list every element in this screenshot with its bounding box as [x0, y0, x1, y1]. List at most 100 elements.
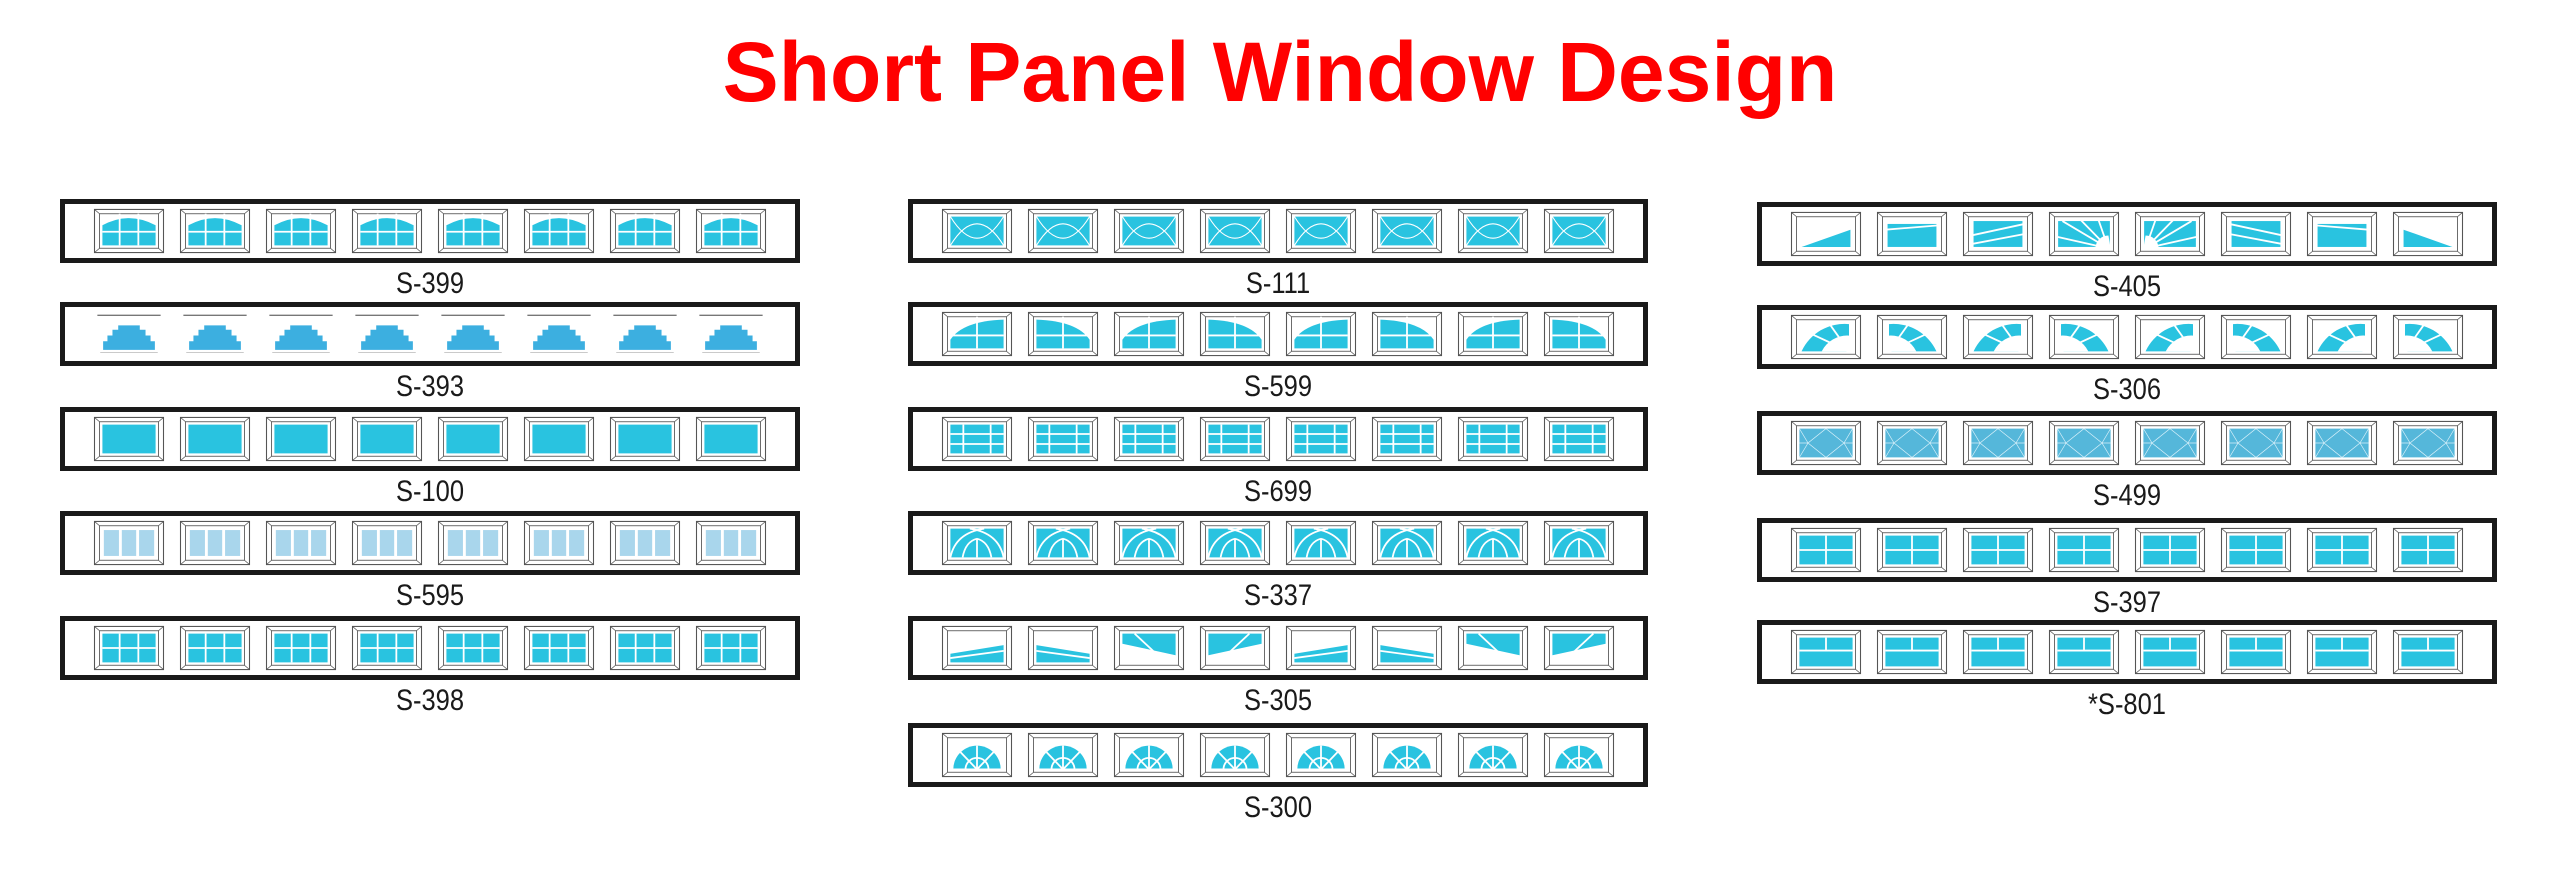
arch-grid-icon	[179, 208, 251, 254]
design-code-label: S-393	[395, 370, 465, 403]
diamond-icon	[2392, 420, 2464, 466]
design-code-label: S-305	[1243, 684, 1313, 717]
split-pane-icon	[1790, 629, 1862, 675]
window-row	[908, 511, 1648, 575]
frosted-three-pane-icon	[93, 520, 165, 566]
crossed-arcs-icon	[941, 208, 1013, 254]
arch-grid-icon	[265, 208, 337, 254]
design-code-label: S-499	[2092, 479, 2162, 512]
plain-icon	[695, 416, 767, 462]
quarter-arch-grid-icon	[941, 311, 1013, 357]
sunburst-icon	[1543, 732, 1615, 778]
sunburst-icon	[941, 732, 1013, 778]
split-pane-icon	[2220, 629, 2292, 675]
frosted-three-pane-icon	[523, 520, 595, 566]
frosted-three-pane-icon	[351, 520, 423, 566]
window-row	[1757, 620, 2497, 684]
diagonal-icon	[1113, 625, 1185, 671]
diamond-icon	[1790, 420, 1862, 466]
grid-2x2-icon	[1876, 527, 1948, 573]
window-row	[60, 302, 800, 366]
window-design-s-300: S-300	[908, 723, 1648, 824]
diagonal-icon	[1543, 625, 1615, 671]
design-code-label: S-337	[1243, 579, 1313, 612]
design-code-label: S-405	[2092, 270, 2162, 303]
fan-icon	[2134, 314, 2206, 360]
arch-grid-icon	[93, 208, 165, 254]
grid-2x2-icon	[2048, 527, 2120, 573]
arch-grid-icon	[523, 208, 595, 254]
stepped-dome-icon	[183, 314, 247, 354]
grid-2x2-icon	[1962, 527, 2034, 573]
window-design-s-337: S-337	[908, 511, 1648, 612]
fan-icon	[2392, 314, 2464, 360]
diamond-icon	[2048, 420, 2120, 466]
grid-4x3-icon	[1113, 416, 1185, 462]
stepped-dome-icon	[97, 314, 161, 354]
sunrise-sweep-icon	[2392, 211, 2464, 257]
grid-3x2-icon	[351, 625, 423, 671]
split-pane-icon	[2392, 629, 2464, 675]
stepped-dome-icon	[613, 314, 677, 354]
gothic-arcs-icon	[1285, 520, 1357, 566]
grid-3x2-icon	[265, 625, 337, 671]
grid-2x2-icon	[1790, 527, 1862, 573]
design-code-label: S-699	[1243, 475, 1313, 508]
plain-icon	[265, 416, 337, 462]
stepped-dome-icon	[441, 314, 505, 354]
fan-icon	[2048, 314, 2120, 360]
window-row	[908, 302, 1648, 366]
split-pane-icon	[1876, 629, 1948, 675]
sunburst-icon	[1113, 732, 1185, 778]
frosted-three-pane-icon	[437, 520, 509, 566]
quarter-arch-grid-icon	[1027, 311, 1099, 357]
diagonal-icon	[1199, 625, 1271, 671]
grid-4x3-icon	[1027, 416, 1099, 462]
gothic-arcs-icon	[1199, 520, 1271, 566]
diamond-icon	[1876, 420, 1948, 466]
quarter-arch-grid-icon	[1457, 311, 1529, 357]
design-code-label: S-599	[1243, 370, 1313, 403]
window-row	[1757, 305, 2497, 369]
quarter-arch-grid-icon	[1199, 311, 1271, 357]
diamond-icon	[1962, 420, 2034, 466]
crossed-arcs-icon	[1371, 208, 1443, 254]
grid-2x2-icon	[2392, 527, 2464, 573]
window-design-s-801: *S-801	[1757, 620, 2497, 721]
plain-icon	[609, 416, 681, 462]
stepped-dome-icon	[269, 314, 333, 354]
window-row	[1757, 411, 2497, 475]
sunburst-icon	[1285, 732, 1357, 778]
window-design-s-306: S-306	[1757, 305, 2497, 406]
diamond-icon	[2134, 420, 2206, 466]
grid-3x2-icon	[93, 625, 165, 671]
design-code-label: S-397	[2092, 586, 2162, 619]
grid-4x3-icon	[941, 416, 1013, 462]
plain-icon	[93, 416, 165, 462]
quarter-arch-grid-icon	[1543, 311, 1615, 357]
sunrise-sweep-icon	[1876, 211, 1948, 257]
gothic-arcs-icon	[1457, 520, 1529, 566]
grid-3x2-icon	[179, 625, 251, 671]
grid-4x3-icon	[1457, 416, 1529, 462]
window-design-s-111: S-111	[908, 199, 1648, 300]
window-row	[1757, 202, 2497, 266]
fan-icon	[2306, 314, 2378, 360]
window-row	[60, 199, 800, 263]
window-row	[908, 407, 1648, 471]
arch-grid-icon	[351, 208, 423, 254]
design-code-label: S-306	[2092, 373, 2162, 406]
fan-icon	[1876, 314, 1948, 360]
diagonal-icon	[941, 625, 1013, 671]
window-design-s-305: S-305	[908, 616, 1648, 717]
gothic-arcs-icon	[1113, 520, 1185, 566]
sunburst-icon	[1199, 732, 1271, 778]
plain-icon	[351, 416, 423, 462]
split-pane-icon	[1962, 629, 2034, 675]
fan-icon	[2220, 314, 2292, 360]
window-row	[908, 723, 1648, 787]
design-code-label: S-100	[395, 475, 465, 508]
gothic-arcs-icon	[1543, 520, 1615, 566]
grid-3x2-icon	[609, 625, 681, 671]
grid-4x3-icon	[1371, 416, 1443, 462]
